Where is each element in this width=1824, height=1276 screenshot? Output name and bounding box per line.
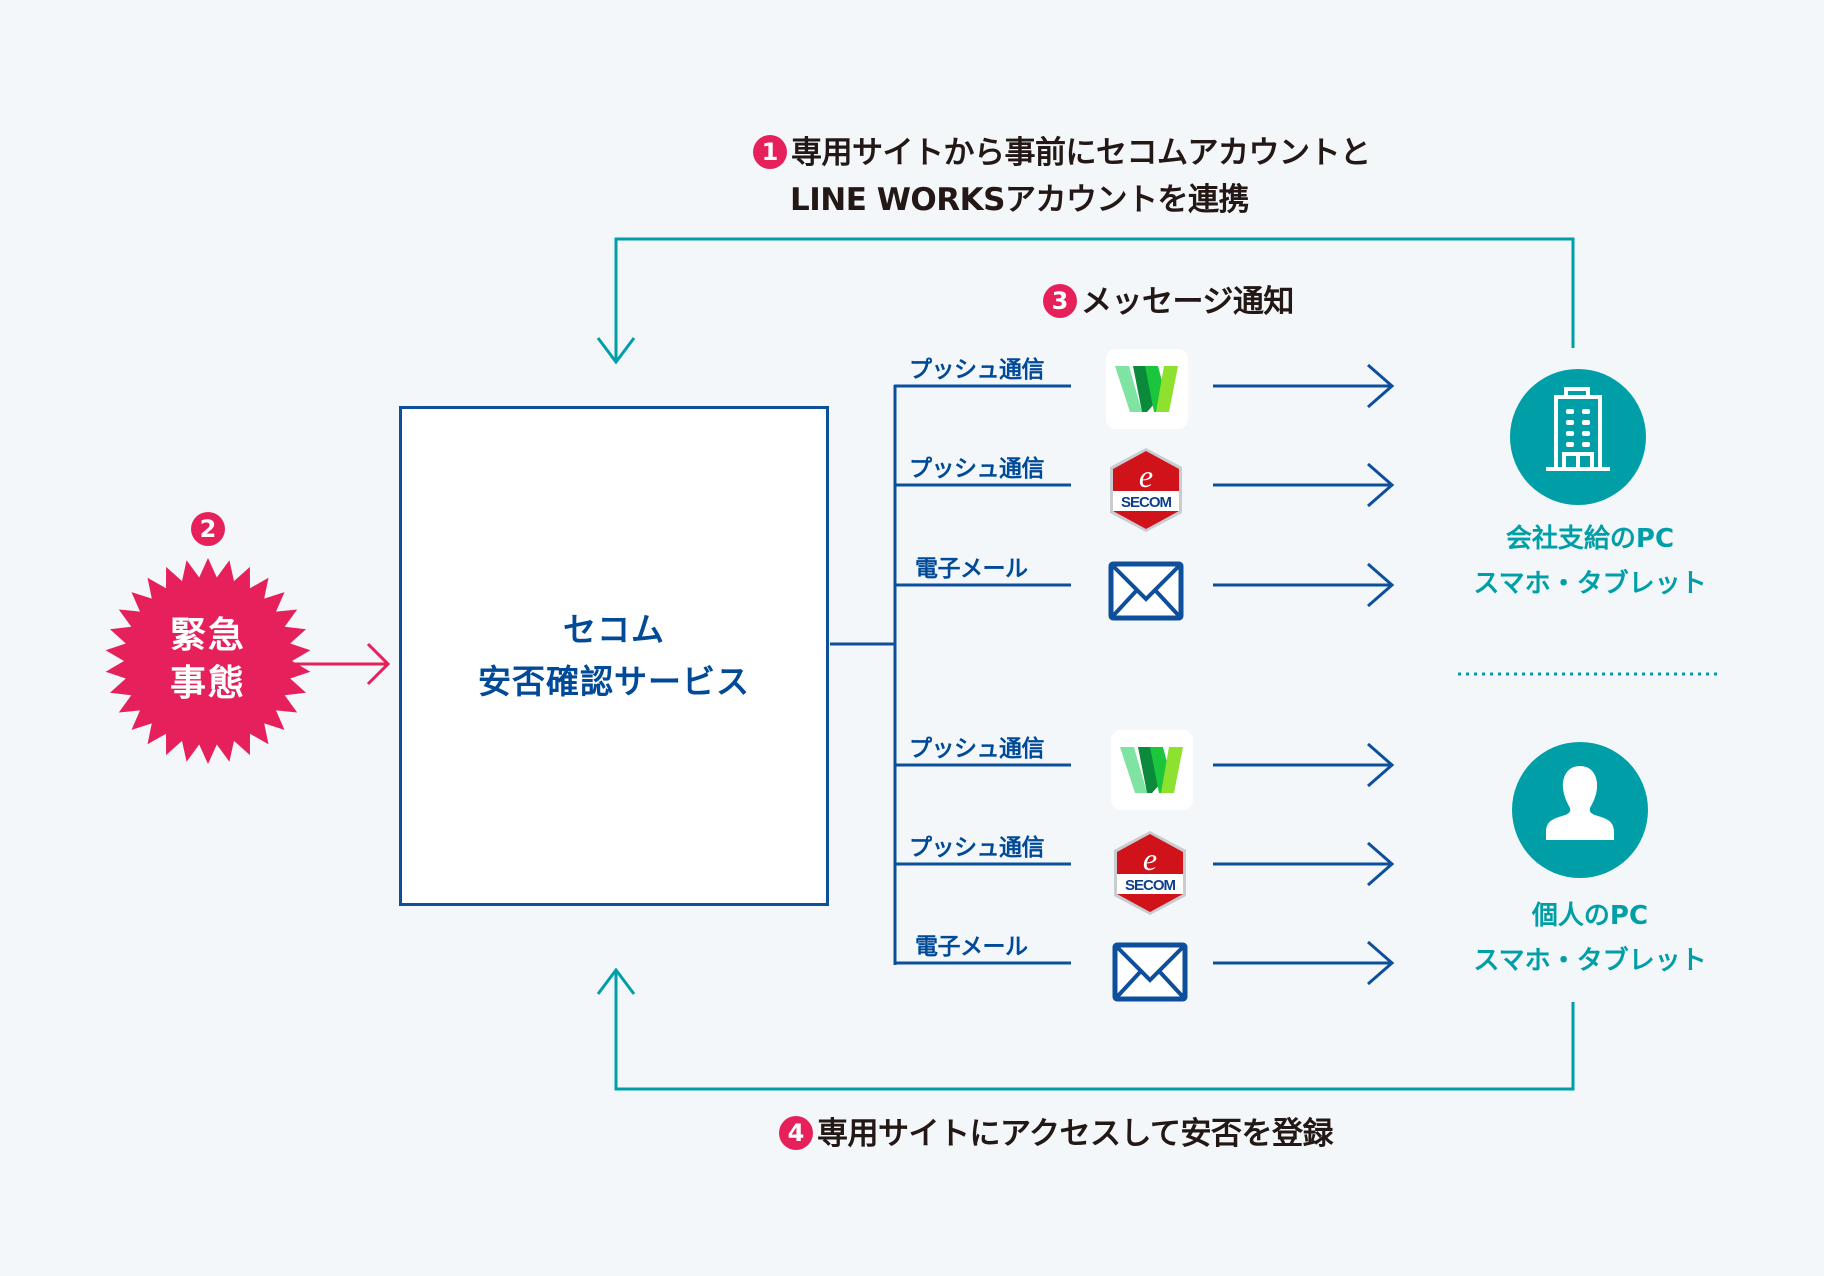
step-1-number-badge: 1 xyxy=(753,135,787,169)
channel-label: プッシュ通信 xyxy=(909,456,1045,482)
line-works-icon xyxy=(1111,730,1193,810)
service-title-line2: 安否確認サービス xyxy=(478,662,750,701)
step-3-label: メッセージ通知 xyxy=(1081,284,1294,320)
emergency-label: 緊急 事態 xyxy=(148,612,268,708)
emergency-arrow xyxy=(295,642,391,686)
channel-label: プッシュ通信 xyxy=(909,736,1045,762)
svg-text:e: e xyxy=(1143,841,1157,877)
company-device-label: 会社支給のPC スマホ・タブレット xyxy=(1440,517,1740,607)
emergency-label-line1: 緊急 xyxy=(169,615,246,656)
company-device-label-line2: スマホ・タブレット xyxy=(1473,569,1707,599)
mail-icon xyxy=(1112,942,1188,1002)
response-flow-arrow xyxy=(596,967,1575,1091)
step-2-number-badge: 2 xyxy=(191,512,225,546)
step-3-number-badge: 3 xyxy=(1043,284,1077,318)
company-device-label-line1: 会社支給のPC xyxy=(1505,524,1675,554)
secom-app-icon: e SECOM xyxy=(1110,448,1182,532)
delivery-arrow xyxy=(1213,363,1395,409)
service-title: セコム 安否確認サービス xyxy=(478,604,750,708)
delivery-arrows xyxy=(1213,363,1395,986)
svg-text:SECOM: SECOM xyxy=(1125,877,1176,894)
starburst-shape xyxy=(105,558,311,764)
delivery-arrow xyxy=(1213,940,1395,986)
emergency-starburst xyxy=(105,558,311,764)
building-icon xyxy=(1510,369,1646,505)
delivery-arrow xyxy=(1213,841,1395,887)
svg-text:SECOM: SECOM xyxy=(1121,494,1172,511)
step-4-number-badge: 4 xyxy=(779,1116,813,1150)
registration-flow-arrow xyxy=(596,237,1575,365)
svg-text:e: e xyxy=(1139,458,1153,494)
delivery-arrow xyxy=(1213,462,1395,508)
personal-device-label: 個人のPC スマホ・タブレット xyxy=(1440,894,1740,984)
emergency-label-line2: 事態 xyxy=(169,663,246,704)
channel-label: 電子メール xyxy=(915,934,1028,960)
personal-device-label-line1: 個人のPC xyxy=(1531,901,1649,931)
person-icon xyxy=(1512,742,1648,878)
mail-icon xyxy=(1108,561,1184,621)
step-1-line1: 専用サイトから事前にセコムアカウントと xyxy=(791,135,1371,171)
line-works-icon xyxy=(1106,349,1188,429)
channel-label: プッシュ通信 xyxy=(909,835,1045,861)
distribution-tree xyxy=(830,384,1071,965)
step-1-caption-line2: LINE WORKSアカウントを連携 xyxy=(790,182,1249,218)
delivery-arrow xyxy=(1213,742,1395,788)
personal-device-label-line2: スマホ・タブレット xyxy=(1473,946,1707,976)
channel-label: プッシュ通信 xyxy=(909,357,1045,383)
safety-confirmation-service-box: セコム 安否確認サービス xyxy=(399,406,829,906)
step-4-label: 専用サイトにアクセスして安否を登録 xyxy=(817,1116,1334,1152)
delivery-arrow xyxy=(1213,562,1395,608)
service-title-line1: セコム xyxy=(563,610,665,649)
secom-app-icon: e SECOM xyxy=(1114,831,1186,915)
channel-label: 電子メール xyxy=(915,556,1028,582)
